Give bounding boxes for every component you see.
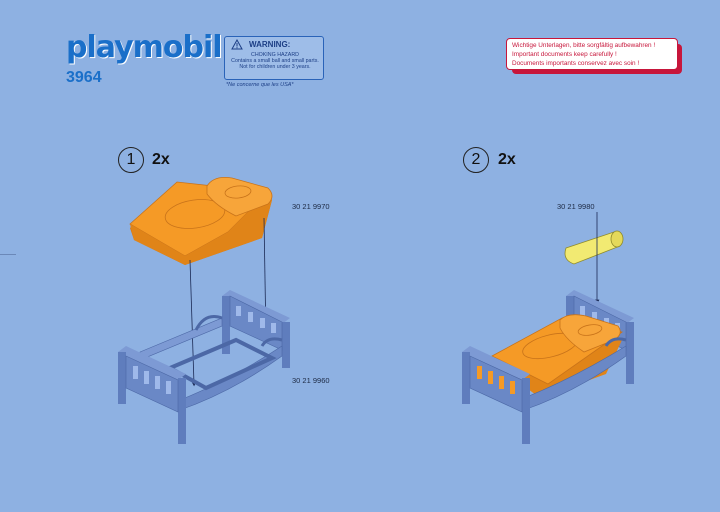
bed-frame-part bbox=[118, 290, 290, 444]
pillow-part bbox=[564, 230, 624, 265]
notice-box: Wichtige Unterlagen, bitte sorgfältig au… bbox=[506, 38, 678, 70]
part-code-bed-frame: 30 21 9960 bbox=[292, 376, 330, 385]
warning-box: WARNING: CHOKING HAZARD Contains a small… bbox=[224, 36, 324, 80]
warning-note: *Ne concerne que les USA* bbox=[226, 82, 294, 88]
part-code-mattress: 30 21 9970 bbox=[292, 202, 330, 211]
mattress-part bbox=[129, 176, 273, 265]
warning-line: Contains a small ball and small parts. bbox=[231, 58, 319, 65]
notice-line-en: Important documents keep carefully ! bbox=[512, 51, 617, 58]
model-number: 3964 bbox=[66, 69, 102, 86]
warning-line: CHOKING HAZARD bbox=[251, 52, 299, 58]
assembled-bed bbox=[462, 290, 634, 444]
part-code-pillow: 30 21 9980 bbox=[557, 202, 595, 211]
warning-triangle-icon bbox=[231, 39, 243, 50]
step-1-badge: 1 bbox=[118, 147, 144, 173]
step-1-quantity: 2x bbox=[152, 151, 170, 168]
notice-line-fr: Documents importants conservez avec soin… bbox=[512, 60, 640, 67]
margin-mark bbox=[0, 254, 16, 255]
warning-title: WARNING: bbox=[249, 40, 291, 49]
arrow-down-icon bbox=[189, 259, 197, 387]
notice-line-de: Wichtige Unterlagen, bitte sorgfältig au… bbox=[512, 42, 656, 49]
step-2-badge: 2 bbox=[463, 147, 489, 173]
warning-text: CHOKING HAZARD Contains a small ball and… bbox=[229, 52, 321, 71]
brand-logo: playmobil bbox=[66, 30, 223, 65]
warning-line: Not for children under 3 years. bbox=[239, 64, 311, 71]
step-2-quantity: 2x bbox=[498, 151, 516, 168]
